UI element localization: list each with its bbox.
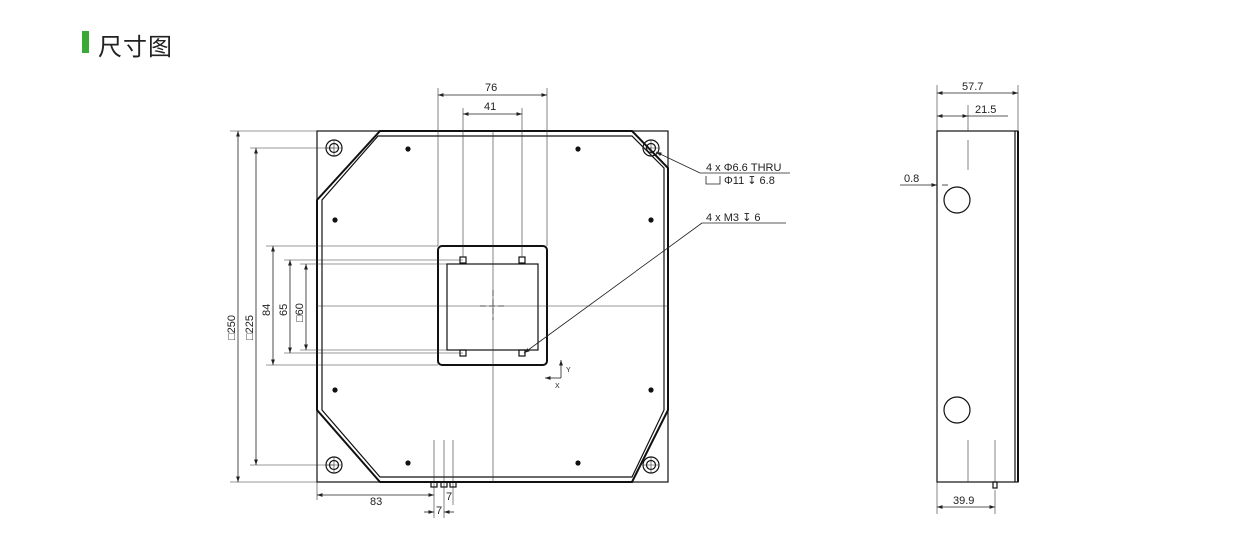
dim-left-250: □250	[226, 315, 238, 340]
center-aperture	[446, 263, 539, 351]
axis-y-label: Y	[566, 367, 571, 374]
side-view: 57.7 21.5 0.8 39.9	[900, 81, 1019, 514]
title-accent-bar	[82, 31, 89, 53]
axis-indicator: Y X	[545, 360, 571, 390]
dim-side-39-9: 39.9	[953, 495, 974, 507]
dim-left-60: □60	[294, 303, 306, 322]
m3-holes	[459, 256, 526, 357]
note-thru-line2: Φ11 ↧ 6.8	[724, 175, 775, 187]
center-stage	[437, 245, 548, 366]
dim-top-76: 76	[485, 82, 497, 94]
dim-bottom-83: 83	[370, 496, 382, 508]
note-m3: 4 x M3 ↧ 6	[706, 212, 760, 224]
corner-holes	[325, 139, 660, 474]
dim-left-225: □225	[244, 315, 256, 340]
dim-bottom-7b: 7	[446, 491, 452, 503]
screw-dots	[332, 146, 654, 466]
dim-bottom-7a: 7	[436, 505, 442, 517]
dim-side-21-5: 21.5	[975, 104, 996, 116]
dim-side-57-7: 57.7	[962, 81, 983, 93]
dim-left-65: 65	[278, 304, 290, 316]
front-outer-plate	[316, 130, 669, 483]
page-title: 尺寸图	[98, 33, 173, 61]
dim-left-84: 84	[261, 304, 273, 316]
axis-x-label: X	[555, 383, 560, 390]
side-body	[936, 130, 1019, 483]
bottom-connector	[430, 440, 457, 518]
dim-top-41: 41	[484, 101, 496, 113]
side-hole-bottom	[943, 396, 971, 424]
note-thru-line1: 4 x Φ6.6 THRU	[706, 162, 781, 174]
front-chamfered-frame	[316, 130, 669, 483]
front-view: Y X 76 41 □250 □225 84 65 □60	[226, 82, 790, 518]
side-hole-top	[943, 186, 971, 214]
dim-side-0-8: 0.8	[904, 173, 919, 185]
